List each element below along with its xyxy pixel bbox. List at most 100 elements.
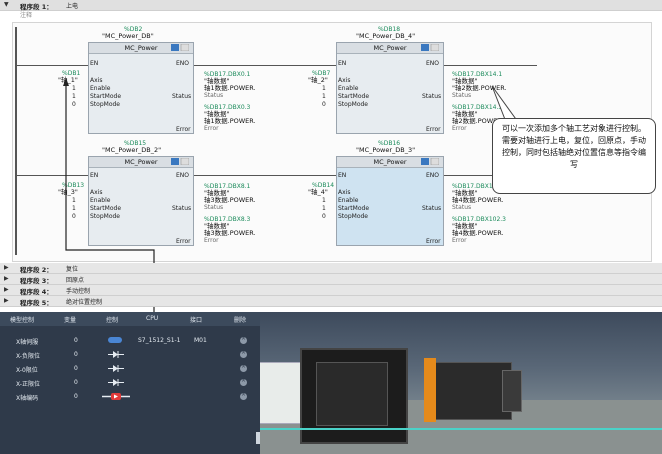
block-title: MC_Power: [337, 43, 443, 54]
pin-error: Error: [426, 126, 441, 133]
block-title: MC_Power: [337, 157, 443, 168]
panel-row[interactable]: X-负限位 0: [0, 348, 260, 361]
row-name: X轴编码: [16, 395, 39, 402]
expand-arrow-icon[interactable]: ▶: [4, 286, 9, 293]
error-tag: %DB17.DBX102.3: [452, 216, 507, 223]
segment-1-label: 程序段 1：: [20, 3, 53, 11]
toggle-switch-icon[interactable]: [108, 337, 122, 343]
encoder-symbol-icon[interactable]: [102, 392, 130, 401]
pin-axis: Axis: [90, 189, 103, 196]
segment-4-header[interactable]: ▶ 程序段 4： 手动控制: [0, 285, 662, 296]
segment-3-header[interactable]: ▶ 程序段 3： 回原点: [0, 274, 662, 285]
pin-en: EN: [338, 60, 347, 67]
pin-en: EN: [90, 60, 99, 67]
delete-icon[interactable]: [240, 377, 247, 386]
pin-startmode: StartMode: [338, 93, 370, 100]
delete-icon[interactable]: [240, 363, 247, 372]
pin-startmode-value: 1: [72, 93, 76, 100]
error-name-1: "轴数据": [204, 222, 230, 230]
pin-status: Status: [172, 205, 192, 212]
delete-icon[interactable]: [240, 391, 247, 400]
row-name: X-正限位: [16, 381, 40, 388]
segment-4-label: 程序段 4：: [20, 288, 53, 296]
pin-enable: Enable: [90, 85, 111, 92]
status-name-1: "轴数据": [452, 189, 478, 197]
panel-row[interactable]: X-正限位 0: [0, 376, 260, 389]
axis-name: "轴_3": [58, 188, 78, 196]
panel-row[interactable]: X轴伺服 0 S7_1512_S1-1 M01: [0, 334, 260, 347]
status-name-1: "轴数据": [204, 77, 230, 85]
pin-error: Error: [176, 126, 191, 133]
delete-icon[interactable]: [240, 349, 247, 358]
segment-5-name: 绝对位置控制: [66, 299, 103, 306]
segment-2-header[interactable]: ▶ 程序段 2： 复位: [0, 263, 662, 274]
panel-resize-handle[interactable]: [256, 432, 260, 444]
panel-row[interactable]: X轴编码 0: [0, 390, 260, 403]
block-body[interactable]: MC_Power: [336, 156, 444, 246]
axis-name: "轴_1": [58, 76, 78, 84]
axis-tag: %DB14: [312, 182, 335, 189]
diode-symbol-icon[interactable]: [108, 351, 124, 358]
segment-5-label: 程序段 5：: [20, 299, 53, 307]
diode-symbol-icon[interactable]: [108, 379, 124, 386]
segment-2-name: 复位: [66, 266, 79, 273]
pin-enable-value: 1: [72, 197, 76, 204]
pin-axis: Axis: [90, 77, 103, 84]
block-body[interactable]: MC_Power: [88, 156, 194, 246]
delete-icon[interactable]: [240, 335, 247, 344]
axis-tag: %DB13: [62, 182, 85, 189]
header-variable: 变量: [64, 317, 77, 324]
status-tag: %DB17.DBX18.1: [452, 183, 503, 190]
row-name: X轴伺服: [16, 339, 39, 346]
pin-enable: Enable: [338, 197, 359, 204]
power-rail: [15, 27, 17, 255]
expand-arrow-icon[interactable]: ▶: [4, 264, 9, 271]
diode-symbol-icon[interactable]: [108, 365, 124, 372]
axis-tag: %DB1: [62, 70, 81, 77]
panel-header: 模型控制 变量 控制 CPU 接口 删除: [0, 312, 260, 326]
pin-error: Error: [426, 238, 441, 245]
status-name-1: "轴数据": [204, 189, 230, 197]
pin-startmode: StartMode: [90, 93, 122, 100]
error-name-1: "轴数据": [204, 110, 230, 118]
pin-stopmode-value: 0: [72, 101, 76, 108]
pin-eno: ENO: [176, 60, 190, 67]
block-title: MC_Power: [89, 43, 193, 54]
block-db: %DB16: [378, 140, 401, 147]
panel-row[interactable]: X-0限位 0: [0, 362, 260, 375]
pin-startmode-value: 1: [322, 205, 326, 212]
collapse-arrow-icon[interactable]: ▼: [4, 1, 9, 8]
axis-config-icon[interactable]: [171, 44, 189, 51]
pin-stopmode: StopMode: [90, 101, 120, 108]
axis-config-icon[interactable]: [421, 158, 439, 165]
pin-eno: ENO: [426, 60, 440, 67]
block-body[interactable]: MC_Power: [88, 42, 194, 134]
expand-arrow-icon[interactable]: ▶: [4, 275, 9, 282]
block-instance: "MC_Power_DB_4": [356, 32, 416, 40]
expand-arrow-icon[interactable]: ▶: [4, 297, 9, 304]
header-control: 控制: [106, 317, 119, 324]
header-port: 接口: [190, 317, 203, 324]
status-tag: %DB17.DBX0.1: [204, 71, 251, 78]
block-body[interactable]: MC_Power: [336, 42, 444, 134]
segment-1-comment[interactable]: 注释: [20, 12, 33, 19]
segment-2-label: 程序段 2：: [20, 266, 53, 274]
segment-1-header[interactable]: ▼ 程序段 1： 上电: [0, 0, 662, 11]
block-instance: "MC_Power_DB_3": [356, 146, 416, 154]
pin-status: Status: [172, 93, 192, 100]
row-var: 0: [74, 379, 78, 386]
pin-startmode-value: 1: [72, 205, 76, 212]
axis-tag: %DB7: [312, 70, 331, 77]
axis-config-icon[interactable]: [421, 44, 439, 51]
error-tag: %DB17.DBX14.3: [452, 104, 503, 111]
axis-config-icon[interactable]: [171, 158, 189, 165]
status-name-3: Status: [204, 204, 224, 211]
segment-5-header[interactable]: ▶ 程序段 5： 绝对位置控制: [0, 296, 662, 307]
error-tag: %DB17.DBX8.3: [204, 216, 251, 223]
row-var: 0: [74, 365, 78, 372]
pin-enable-value: 1: [322, 197, 326, 204]
segment-3-name: 回原点: [66, 277, 85, 284]
pin-error: Error: [176, 238, 191, 245]
status-tag: %DB17.DBX8.1: [204, 183, 251, 190]
pin-enable-value: 1: [322, 85, 326, 92]
